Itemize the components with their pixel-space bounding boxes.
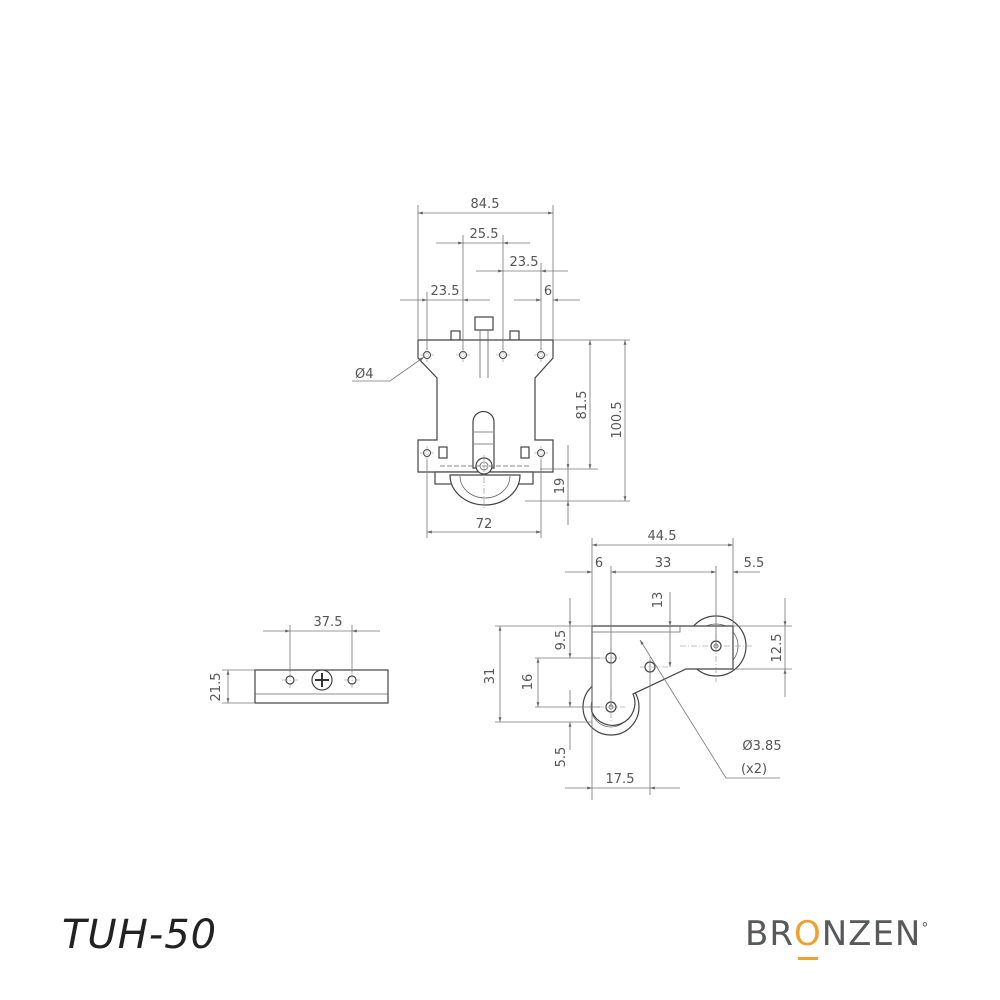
brand-logo: BRONZEN° xyxy=(745,914,929,954)
dim-height-total-side: 31 xyxy=(483,668,498,685)
wheel xyxy=(449,474,521,506)
top-view: 37.5 21.5 xyxy=(209,615,389,704)
logo-o-accent: O xyxy=(793,914,822,954)
dim-wheel-protrusion: 19 xyxy=(553,478,568,495)
dim-hole-spacing-left: 23.5 xyxy=(431,284,460,299)
adjust-knob xyxy=(474,316,494,331)
dim-height-total: 100.5 xyxy=(610,401,625,438)
dim-offset-right: 5.5 xyxy=(744,556,765,571)
dim-hole-spacing: 37.5 xyxy=(314,615,343,630)
front-view: 84.5 25.5 23.5 23.5 6 Ø4 81.5 100.5 19 7… xyxy=(352,197,630,538)
dim-vertical-16: 16 xyxy=(521,674,536,691)
dim-hole-spacing-center: 25.5 xyxy=(470,227,499,242)
slot xyxy=(472,410,495,469)
side-view: 44.5 6 33 5.5 13 12.5 31 16 9.5 5.5 17.5… xyxy=(483,529,792,800)
dim-length-total: 44.5 xyxy=(648,529,677,544)
dim-wheel-height: 12.5 xyxy=(770,634,785,663)
dim-bottom-width: 72 xyxy=(476,517,493,532)
dim-edge-offset: 6 xyxy=(544,284,552,299)
logo-text-start: BR xyxy=(745,914,794,954)
dim-axle-spacing: 33 xyxy=(655,556,672,571)
dim-hole-diameter-side: Ø3.85 xyxy=(742,739,781,754)
dim-hole-count: (x2) xyxy=(741,762,767,777)
mounting-plate xyxy=(417,339,554,473)
dim-width-total: 84.5 xyxy=(471,197,500,212)
model-number: TUH-50 xyxy=(62,912,218,958)
dim-height: 21.5 xyxy=(209,673,224,702)
dim-hole-spacing-right: 23.5 xyxy=(510,255,539,270)
logo-text-end: NZEN xyxy=(821,914,922,954)
dim-vertical-5-5: 5.5 xyxy=(554,747,569,768)
dim-offset-left: 6 xyxy=(595,556,603,571)
dim-vertical-9-5: 9.5 xyxy=(554,630,569,651)
dim-horizontal-17-5: 17.5 xyxy=(606,772,635,787)
dim-height-plate: 81.5 xyxy=(575,391,590,420)
dim-vertical-13: 13 xyxy=(651,592,666,609)
dim-hole-diameter: Ø4 xyxy=(355,367,374,382)
logo-mark: ° xyxy=(921,920,930,937)
